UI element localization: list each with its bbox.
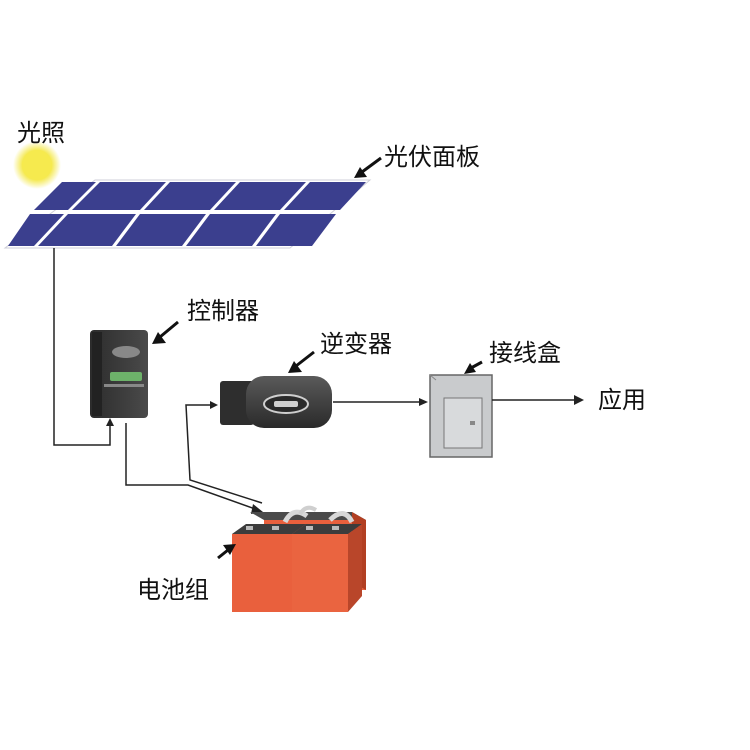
label-pv-panel: 光伏面板: [384, 143, 480, 171]
charge-controller-icon: [90, 330, 148, 418]
arrowhead: [210, 401, 218, 409]
label-junction-box: 接线盒: [489, 339, 561, 367]
inverter-icon: [220, 376, 332, 428]
label-battery-bank: 电池组: [137, 576, 209, 604]
solar-panel-icon: [3, 179, 372, 249]
pointer-arrow-battery: [217, 544, 236, 560]
label-sunlight: 光照: [17, 119, 65, 147]
arrowhead: [106, 418, 114, 426]
label-inverter: 逆变器: [320, 330, 392, 358]
battery-icon: [232, 505, 366, 612]
arrowhead: [251, 504, 263, 514]
sun-icon: [13, 141, 61, 189]
pointer-arrow-controller: [152, 320, 179, 344]
label-controller: 控制器: [187, 297, 259, 325]
pointer-arrow-inverter: [288, 350, 315, 373]
arrowhead: [419, 398, 428, 406]
junction-box-icon: [429, 374, 493, 458]
pointer-arrow-junction-box: [464, 360, 483, 374]
wire-controller-to-battery: [125, 423, 259, 511]
wire-battery-to-inverter: [185, 404, 263, 504]
label-application: 应用: [598, 386, 646, 414]
pointer-arrow-pv-panel: [354, 156, 382, 178]
wire-panel-to-controller: [53, 248, 111, 446]
arrowhead: [574, 395, 584, 405]
